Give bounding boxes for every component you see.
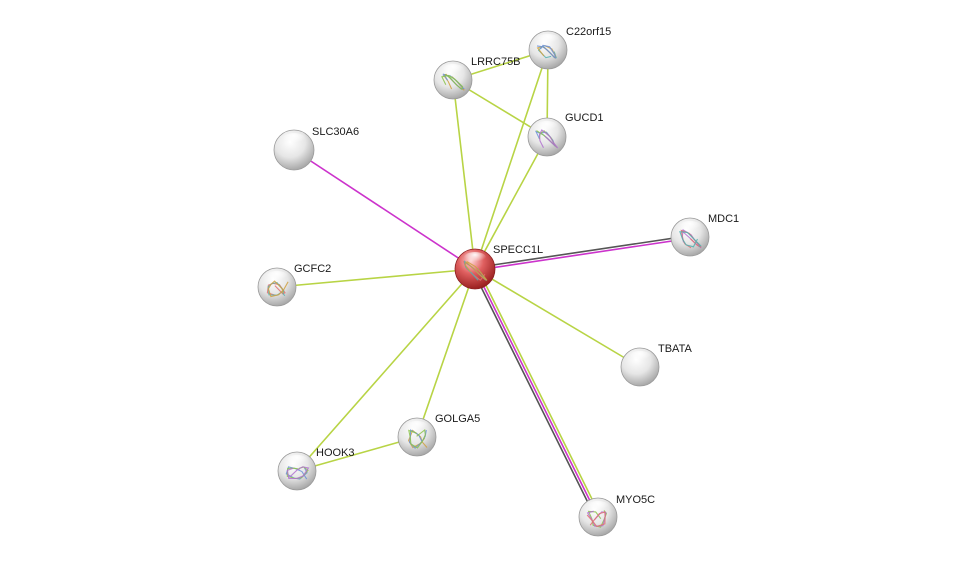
edge-specc1l-mdc1 (474, 234, 691, 272)
node-label-hook3: HOOK3 (316, 447, 355, 459)
protein-structure-icon (266, 280, 289, 298)
edge-line (474, 234, 691, 269)
structure-strand (286, 466, 310, 480)
node-label-slc30a6: SLC30A6 (312, 126, 359, 138)
node-label-mdc1: MDC1 (708, 213, 739, 225)
structure-strand (441, 73, 464, 91)
node-slc30a6[interactable]: SLC30A6 (273, 126, 359, 171)
edge-specc1l-c22orf15 (474, 49, 549, 270)
edge-line (474, 268, 599, 518)
node-golga5[interactable]: GOLGA5 (397, 413, 480, 457)
edge-specc1l-myo5c (471, 267, 602, 519)
node-highlight (536, 33, 560, 48)
node-highlight (586, 500, 610, 515)
node-highlight (285, 454, 309, 469)
node-label-golga5: GOLGA5 (435, 413, 480, 425)
edge-specc1l-hook3 (296, 268, 476, 472)
structure-strand (538, 129, 559, 149)
node-highlight (265, 270, 289, 285)
edge-golga5-hook3 (296, 436, 418, 472)
node-highlight (678, 220, 702, 235)
node-specc1l[interactable]: SPECC1L (454, 244, 543, 290)
node-label-c22orf15: C22orf15 (566, 26, 611, 38)
edge-specc1l-golga5 (416, 268, 476, 438)
edge-line (452, 79, 476, 270)
structure-strand (464, 261, 488, 281)
edge-line (296, 436, 418, 472)
edge-line (293, 149, 476, 270)
edge-specc1l-gucd1 (474, 136, 548, 270)
edge-specc1l-tbata (474, 268, 641, 368)
node-highlight (535, 120, 559, 135)
structure-strand (267, 280, 289, 298)
edge-line (471, 269, 597, 519)
structure-strand (679, 231, 702, 248)
node-label-specc1l: SPECC1L (493, 244, 543, 256)
node-label-tbata: TBATA (658, 343, 692, 355)
node-highlight (282, 133, 306, 147)
edge-line (474, 136, 548, 270)
edge-specc1l-slc30a6 (293, 149, 476, 270)
node-highlight (441, 63, 465, 78)
node-label-lrrc75b: LRRC75B (471, 56, 521, 68)
node-myo5c[interactable]: MYO5C (578, 494, 655, 537)
edge-line (416, 268, 476, 438)
node-label-gucd1: GUCD1 (565, 112, 604, 124)
edge-line (276, 268, 476, 288)
node-hook3[interactable]: HOOK3 (277, 447, 355, 491)
structure-strand (586, 511, 606, 528)
node-gcfc2[interactable]: GCFC2 (257, 263, 331, 307)
node-c22orf15[interactable]: C22orf15 (528, 26, 611, 70)
edge-line (474, 49, 549, 270)
edge-line (296, 268, 476, 472)
node-highlight (463, 252, 487, 266)
node-label-gcfc2: GCFC2 (294, 263, 331, 275)
node-gucd1[interactable]: GUCD1 (527, 112, 604, 157)
edge-specc1l-lrrc75b (452, 79, 476, 270)
edge-line (474, 268, 641, 368)
edge-specc1l-gcfc2 (276, 268, 476, 288)
edge-line (474, 237, 691, 272)
protein-structure-icon (462, 260, 488, 282)
node-highlight (405, 420, 429, 435)
edge-line (476, 267, 602, 517)
node-highlight (628, 350, 652, 365)
node-tbata[interactable]: TBATA (620, 343, 692, 387)
node-label-myo5c: MYO5C (616, 494, 655, 506)
node-lrrc75b[interactable]: LRRC75B (433, 56, 521, 100)
protein-structure-icon (285, 466, 310, 480)
node-mdc1[interactable]: MDC1 (670, 213, 739, 257)
